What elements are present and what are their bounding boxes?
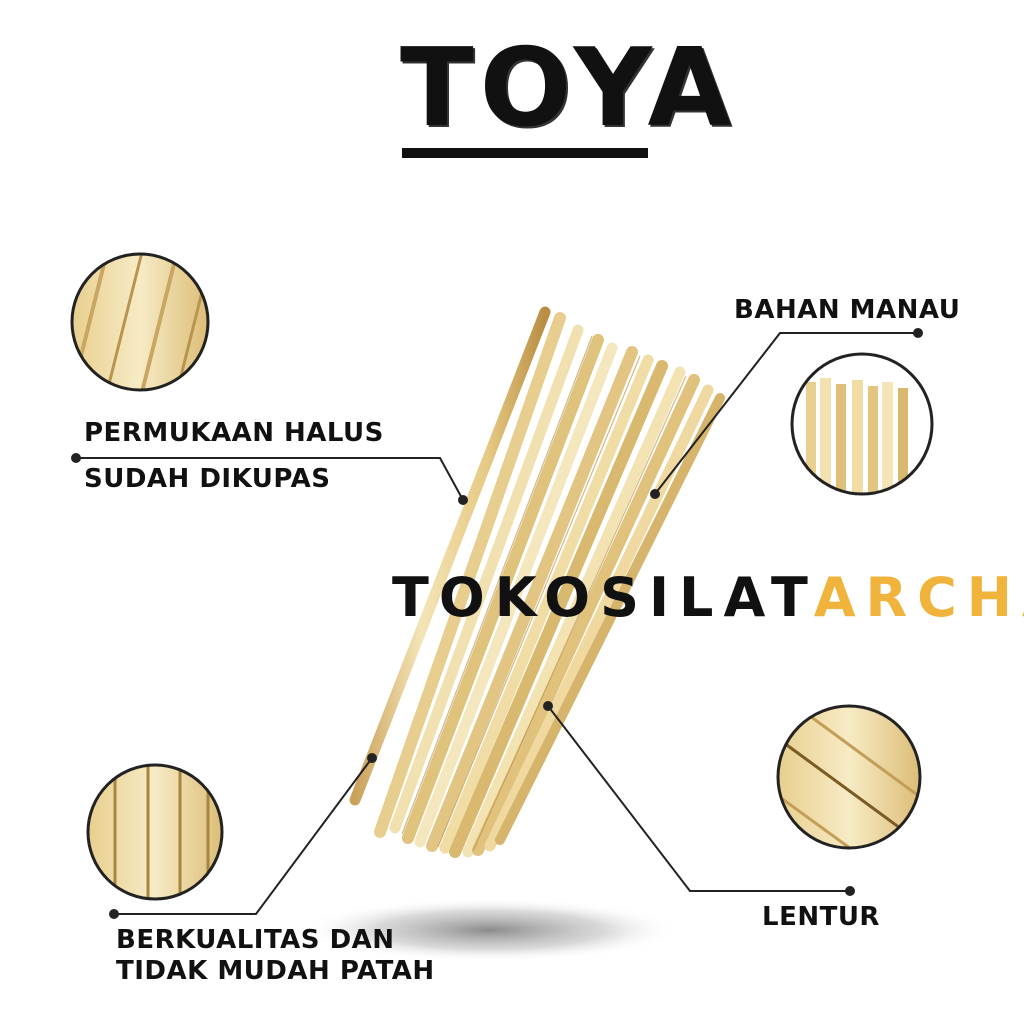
brand-watermark: TOKOSILATARCHA: [392, 566, 1024, 629]
product-shadow: [300, 898, 680, 962]
brand-name-accent: ARCHA: [813, 566, 1024, 629]
detail-circle-quality: [88, 765, 222, 899]
label-quality-line2: TIDAK MUDAH PATAH: [116, 956, 435, 986]
brand-name-dark: TOKOSILAT: [392, 566, 814, 629]
title-underline: [402, 148, 648, 158]
rattan-sticks-bundle: [349, 306, 725, 858]
label-surface-line2: SUDAH DIKUPAS: [84, 464, 331, 494]
callout-lines: [76, 332, 918, 915]
label-flexible: LENTUR: [762, 902, 880, 932]
label-quality-line1: BERKUALITAS DAN: [116, 925, 395, 955]
detail-circle-flexible: [778, 706, 920, 848]
detail-circle-material: [792, 354, 932, 494]
page-title: TOYA: [400, 26, 738, 151]
callout-dots: [71, 328, 923, 919]
label-surface-line1: PERMUKAAN HALUS: [84, 418, 384, 448]
label-material: BAHAN MANAU: [734, 295, 961, 325]
detail-circle-surface: [72, 254, 208, 390]
